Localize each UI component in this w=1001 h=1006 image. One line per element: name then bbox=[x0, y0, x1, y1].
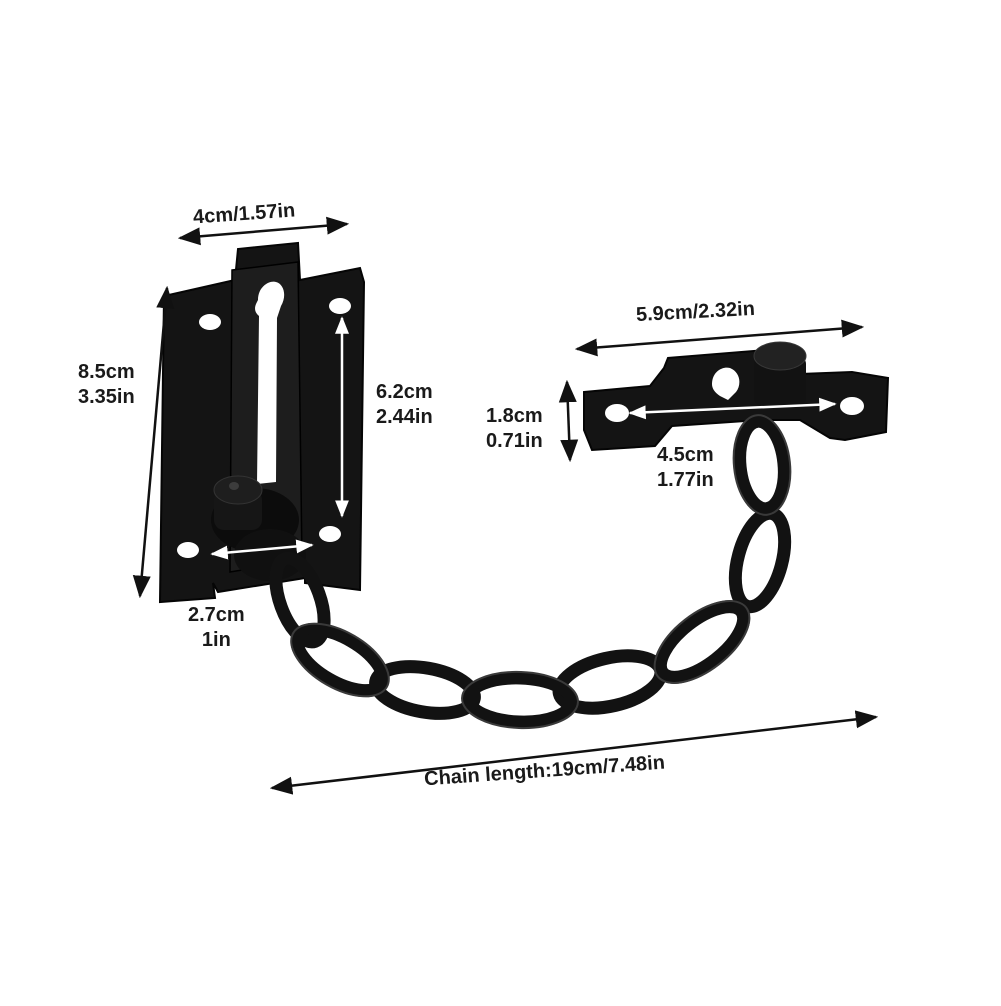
slide-plate bbox=[158, 241, 366, 604]
screw-hole bbox=[329, 298, 351, 314]
bracket-width-arrow bbox=[574, 319, 865, 357]
screw-hole bbox=[199, 314, 221, 330]
chain-link bbox=[728, 506, 792, 614]
keyhole-slot bbox=[255, 281, 285, 484]
plate-height-arrow bbox=[132, 285, 175, 599]
screw-hole bbox=[605, 404, 629, 422]
screw-hole bbox=[177, 542, 199, 558]
keyhole-opening bbox=[712, 367, 740, 400]
chain-knob bbox=[753, 341, 807, 406]
knob-offset-label: 2.7cm 1in bbox=[188, 604, 245, 651]
plate-height-label: 8.5cm 3.35in bbox=[78, 361, 135, 408]
hole-spacing-arrow bbox=[628, 397, 837, 420]
inner-dimension-arrows bbox=[210, 316, 837, 560]
slot-length-label: 6.2cm 2.44in bbox=[376, 381, 433, 428]
chain-link bbox=[369, 660, 481, 720]
screw-hole bbox=[319, 526, 341, 542]
bracket-height-arrow bbox=[558, 379, 579, 463]
chain-length-arrow bbox=[269, 710, 879, 795]
bracket-height-label: 1.8cm 0.71in bbox=[486, 405, 543, 452]
screw-hole bbox=[840, 397, 864, 415]
chain-bracket bbox=[583, 341, 890, 452]
hole-spacing-label: 4.5cm 1.77in bbox=[657, 444, 714, 491]
plate-width-arrow bbox=[177, 216, 350, 246]
dimension-arrows bbox=[132, 216, 879, 795]
knob-offset-arrow bbox=[210, 539, 314, 560]
